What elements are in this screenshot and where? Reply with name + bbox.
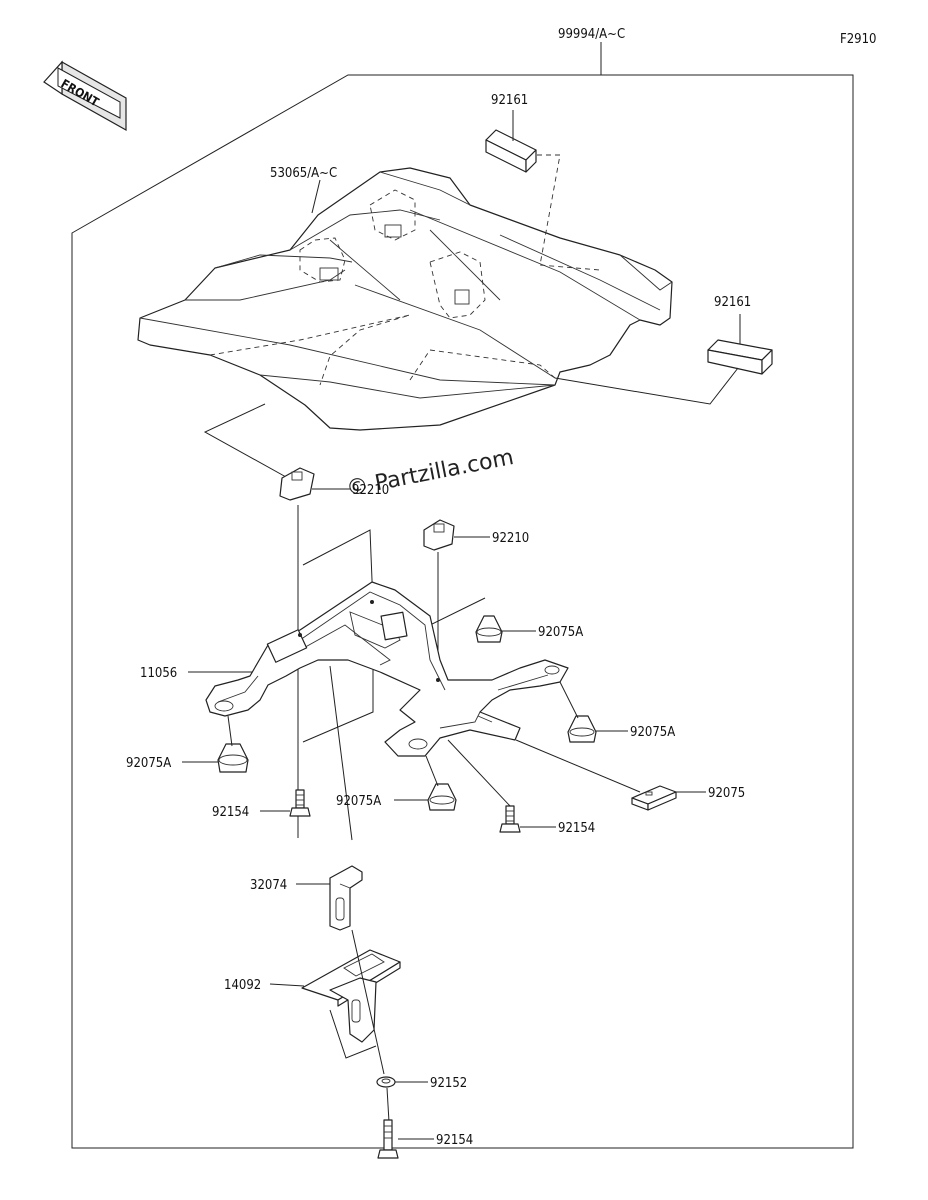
- guide-washer-bolt: [386, 1087, 390, 1123]
- bracket-32074: [329, 865, 363, 931]
- front-direction-arrow: FRONT: [43, 60, 127, 132]
- guide-92161-a: [528, 154, 601, 271]
- part-label-92161-b: 92161: [714, 295, 751, 310]
- part-label-14092: 14092: [224, 978, 261, 993]
- guide-92075A-c: [227, 715, 233, 747]
- guide-92075A-b: [559, 681, 579, 719]
- grommet-92075A-a: [475, 615, 503, 643]
- guide-box-bottom: [302, 660, 374, 743]
- grommet-92075A-c: [217, 743, 249, 773]
- seat-cowl-53065: [137, 167, 673, 431]
- assembly-frame: [71, 74, 854, 1149]
- cover-14092: [301, 949, 401, 1043]
- guide-14092: [329, 1009, 377, 1059]
- guide-92161-b: [554, 367, 739, 405]
- guide-92075A-d: [425, 755, 439, 787]
- part-label-92154-b: 92154: [558, 821, 595, 836]
- block-92075: [631, 785, 677, 811]
- grommet-92075A-d: [427, 783, 457, 811]
- part-label-92210-b: 92210: [492, 531, 529, 546]
- guide-seat-clip: [203, 403, 296, 483]
- part-label-92075: 92075: [708, 786, 745, 801]
- part-label-92075A-b: 92075A: [630, 725, 675, 740]
- part-label-92161-a: 92161: [491, 93, 528, 108]
- guide-vertical-lower: [351, 929, 385, 1075]
- part-label-92075A-c: 92075A: [126, 756, 171, 771]
- part-label-53065: 53065/A~C: [270, 166, 337, 181]
- part-label-92075A-d: 92075A: [336, 794, 381, 809]
- clip-92210-a: [279, 467, 315, 501]
- clip-92210-b: [423, 519, 455, 551]
- guide-bracket: [329, 665, 353, 841]
- guide-box-top: [302, 529, 374, 606]
- part-label-92210-a: 92210: [352, 483, 389, 498]
- pad-92161-b: [707, 339, 773, 375]
- leader-53065: [311, 179, 321, 214]
- part-label-32074: 32074: [250, 878, 287, 893]
- washer-92152: [376, 1076, 396, 1088]
- grommet-92075A-b: [567, 715, 597, 743]
- part-label-92154-a: 92154: [212, 805, 249, 820]
- bolt-92154-b: [499, 805, 521, 833]
- diagram-code: F2910: [840, 32, 877, 47]
- part-label-99994: 99994/A~C: [558, 27, 625, 42]
- part-label-92152: 92152: [430, 1076, 467, 1091]
- part-label-92075A-a: 92075A: [538, 625, 583, 640]
- part-label-92154-c: 92154: [436, 1133, 473, 1148]
- pad-92161-a: [485, 129, 537, 173]
- seat-frame-11056: [205, 581, 569, 757]
- bolt-92154-c: [377, 1119, 399, 1159]
- guide-92154-b: [447, 739, 511, 807]
- guide-92075: [515, 739, 641, 793]
- bolt-92154-a: [289, 789, 311, 817]
- part-label-11056: 11056: [140, 666, 177, 681]
- leader-14092: [269, 983, 305, 987]
